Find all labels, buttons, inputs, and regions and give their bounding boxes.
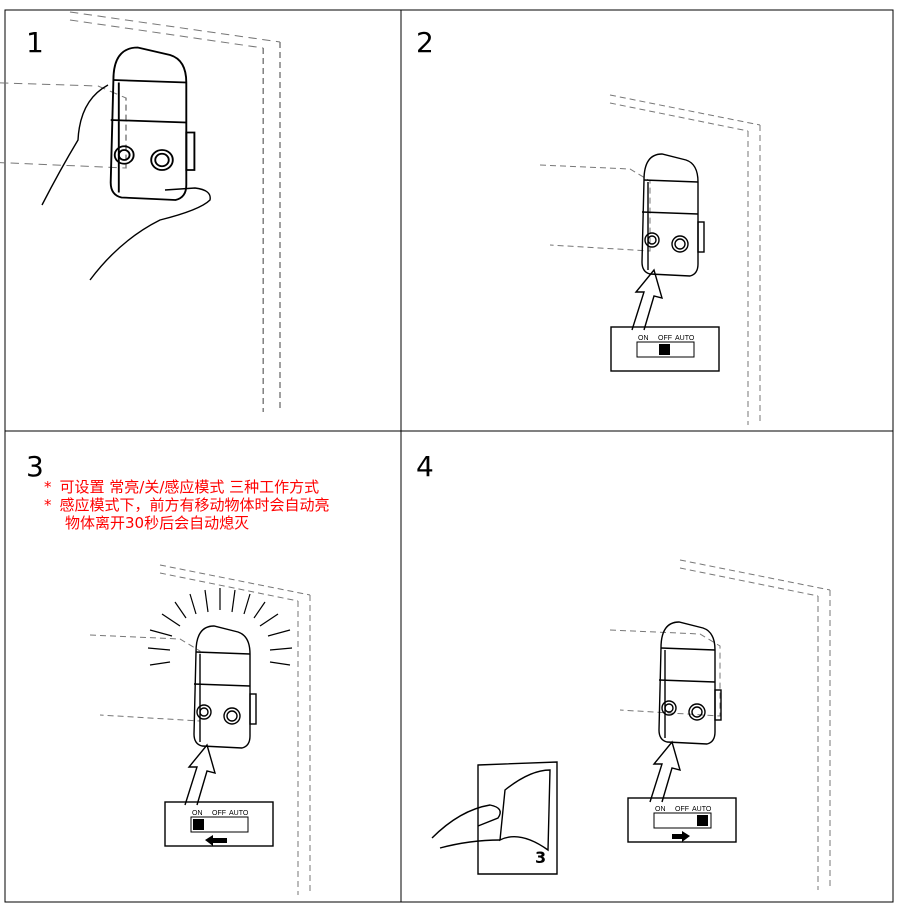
mode-switch: ON OFF AUTO [627, 797, 737, 843]
note-3: 物体离开30秒后会自动熄灭 [65, 514, 249, 532]
svg-text:OFF: OFF [212, 810, 226, 817]
arrow-left-icon [205, 835, 227, 846]
step-number: 3 [26, 450, 44, 483]
step-number: 2 [416, 26, 434, 59]
svg-text:AUTO: AUTO [675, 335, 695, 342]
svg-text:AUTO: AUTO [692, 806, 712, 813]
step-3-panel: 3 *可设置 常亮/关/感应模式 三种工作方式 *感应模式下，前方有移动物体时会… [26, 450, 330, 896]
outer-frame [4, 9, 894, 903]
hand-icon [41, 84, 211, 281]
svg-text:ON: ON [655, 806, 666, 813]
step-number: 4 [416, 450, 434, 483]
svg-text:OFF: OFF [675, 806, 689, 813]
switch-knob [659, 344, 670, 355]
peel-sticker-icon: 3 [431, 761, 558, 875]
night-light [658, 621, 722, 745]
switch-knob [697, 815, 708, 826]
step-2-panel: 2 ON OFF AUTO [416, 26, 761, 426]
step-4-panel: 4 ON OFF AUTO 3 [416, 450, 831, 891]
note-2: *感应模式下，前方有移动物体时会自动亮 [44, 496, 330, 514]
svg-text:ON: ON [192, 810, 203, 817]
step-number: 1 [26, 26, 44, 59]
svg-text:AUTO: AUTO [229, 810, 249, 817]
arrow-right-icon [672, 831, 690, 842]
note-1: *可设置 常亮/关/感应模式 三种工作方式 [44, 478, 319, 496]
light-rays-icon [147, 588, 293, 666]
mode-switch: ON OFF AUTO [164, 801, 274, 847]
switch-knob [193, 819, 204, 830]
night-light [193, 625, 257, 749]
step-1-panel: 1 [0, 11, 281, 413]
svg-text:ON: ON [638, 335, 649, 342]
night-light [109, 46, 196, 201]
mode-switch: ON OFF AUTO [610, 326, 720, 372]
night-light [641, 153, 705, 277]
svg-text:OFF: OFF [658, 335, 672, 342]
sticker-label: 3 [535, 848, 546, 867]
